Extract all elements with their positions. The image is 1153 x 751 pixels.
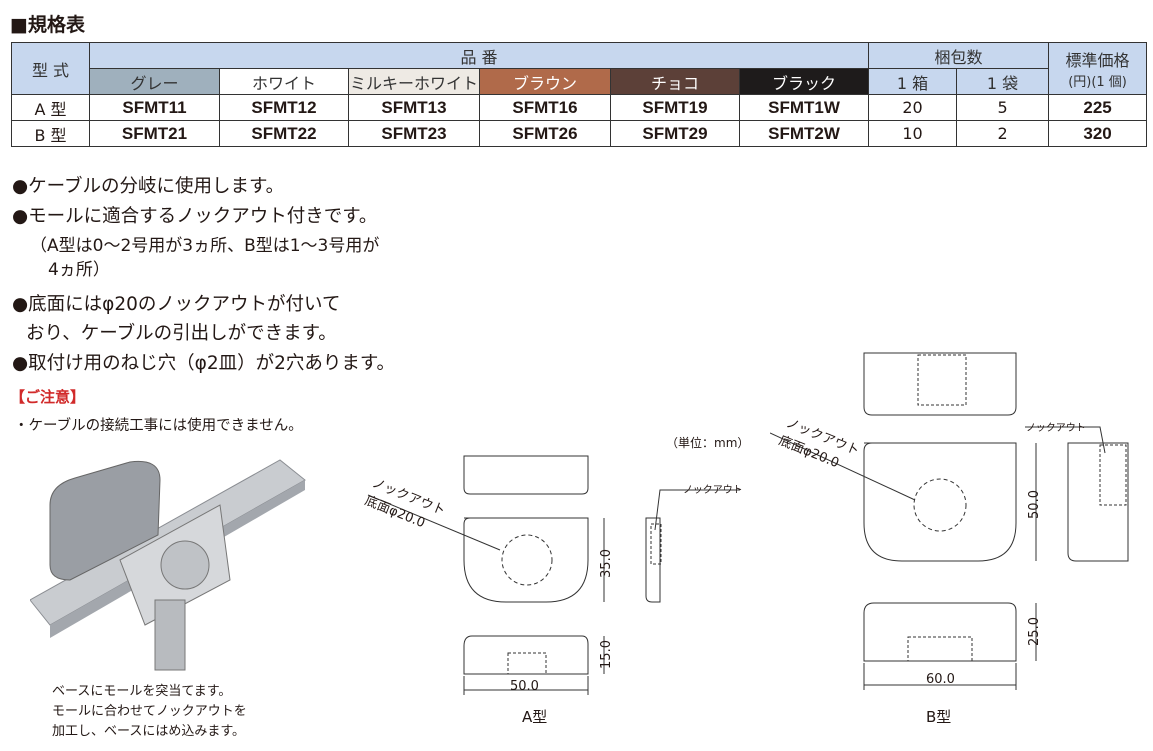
pack-box-header: 1 箱 — [868, 68, 958, 95]
color-header-milky-white: ミルキーホワイト — [348, 68, 480, 95]
drawing-a-height: 35.0 — [598, 549, 614, 578]
feature-1: ●ケーブルの分岐に使用します。 — [12, 176, 285, 197]
box-qty-cell: 10 — [868, 120, 958, 147]
drawing-a-width: 50.0 — [510, 679, 539, 694]
code-cell: SFMT23 — [348, 120, 480, 147]
photo-caption-2: モールに合わせてノックアウトを — [52, 704, 247, 719]
code-cell: SFMT22 — [219, 120, 349, 147]
price-header-label: 標準価格 — [1065, 51, 1130, 70]
drawing-b-depth: 25.0 — [1026, 617, 1042, 646]
code-cell: SFMT21 — [89, 120, 220, 147]
feature-3-cont: おり、ケーブルの引出しができます。 — [26, 323, 337, 344]
feature-2: ●モールに適合するノックアウト付きです。 — [12, 206, 378, 227]
code-cell: SFMT13 — [348, 94, 480, 121]
drawing-b-width: 60.0 — [926, 672, 955, 687]
code-cell: SFMT26 — [479, 120, 611, 147]
feature-2-note: （A型は0～2号用が3ヵ所、B型は1～3号用が — [30, 236, 380, 256]
drawing-a — [367, 455, 740, 695]
table-row: B 型 SFMT21 SFMT22 SFMT23 SFMT26 SFMT29 S… — [11, 120, 1148, 147]
model-cell: B 型 — [11, 120, 90, 147]
photo-caption-1: ベースにモールを突当てます。 — [52, 684, 232, 699]
product-photo — [30, 459, 306, 671]
unit-label: （単位：mm） — [666, 436, 750, 450]
color-header-white: ホワイト — [219, 68, 349, 95]
price-cell: 225 — [1048, 94, 1148, 121]
price-cell: 320 — [1048, 120, 1148, 147]
color-header-black: ブラック — [738, 68, 870, 95]
code-cell: SFMT29 — [610, 120, 740, 147]
caution-text: ・ケーブルの接続工事には使用できません。 — [14, 418, 303, 434]
price-header: 標準価格 (円)(1 個) — [1048, 42, 1148, 95]
drawing-b-name: B型 — [926, 708, 952, 726]
drawing-a-side-label: ノックアウト — [683, 485, 743, 496]
drawing-a-depth: 15.0 — [598, 640, 614, 669]
feature-2-note-cont: 4ヵ所） — [48, 260, 110, 280]
price-header-sub: (円)(1 個) — [1068, 75, 1127, 90]
spec-table: 型 式 品 番 梱包数 標準価格 (円)(1 個) グレー ホワイト ミルキーホワ… — [11, 42, 1148, 147]
code-cell: SFMT12 — [219, 94, 349, 121]
section-title: ■規格表 — [10, 14, 85, 36]
feature-3: ●底面にはφ20のノックアウトが付いて — [12, 294, 341, 315]
box-qty-cell: 20 — [868, 94, 958, 121]
table-row: A 型 SFMT11 SFMT12 SFMT13 SFMT16 SFMT19 S… — [11, 94, 1148, 121]
caution-title: 【ご注意】 — [10, 388, 86, 406]
packing-header: 梱包数 — [868, 42, 1050, 69]
code-cell: SFMT11 — [89, 94, 220, 121]
color-header-gray: グレー — [89, 68, 220, 95]
bag-qty-cell: 2 — [956, 120, 1050, 147]
part-number-header: 品 番 — [88, 42, 870, 69]
drawing-b-side-label: ノックアウト — [1026, 423, 1086, 434]
pack-bag-header: 1 袋 — [956, 68, 1050, 95]
code-cell: SFMT19 — [610, 94, 740, 121]
drawing-b — [770, 352, 1129, 690]
model-header: 型 式 — [11, 42, 90, 95]
code-cell: SFMT1W — [738, 94, 870, 121]
drawing-a-name: A型 — [522, 708, 548, 726]
code-cell: SFMT2W — [738, 120, 870, 147]
drawing-b-height: 50.0 — [1026, 490, 1042, 519]
feature-4: ●取付け用のねじ穴（φ2皿）が2穴あります。 — [12, 353, 396, 374]
model-cell: A 型 — [11, 94, 90, 121]
color-header-choco: チョコ — [610, 68, 740, 95]
photo-caption-3: 加工し、ベースにはめ込みます。 — [52, 724, 246, 739]
code-cell: SFMT16 — [479, 94, 611, 121]
bag-qty-cell: 5 — [956, 94, 1050, 121]
color-header-brown: ブラウン — [479, 68, 611, 95]
